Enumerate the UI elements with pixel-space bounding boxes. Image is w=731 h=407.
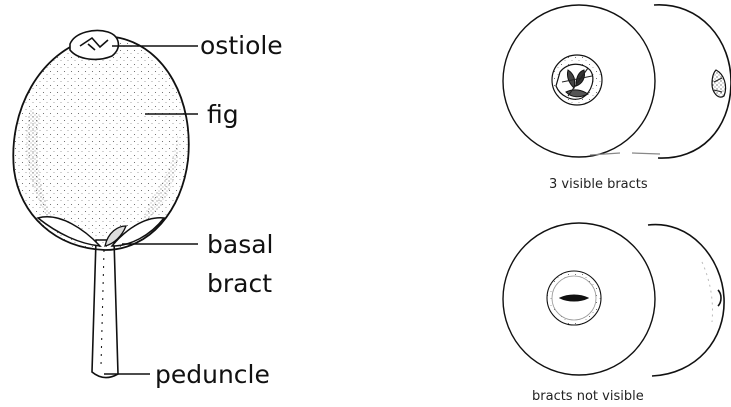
caption-bottom: bracts not visible xyxy=(532,389,644,404)
side-view-bottom xyxy=(647,223,725,377)
peduncle-stalk xyxy=(91,239,119,379)
whole-fig-drawing xyxy=(12,29,190,379)
side-view-top xyxy=(589,4,731,159)
label-peduncle: peduncle xyxy=(155,360,270,389)
top-view-no-bracts xyxy=(502,222,656,376)
fig-body xyxy=(12,35,190,251)
label-basal: basal xyxy=(207,230,273,259)
ostiole-structure xyxy=(69,29,120,61)
basal-bracts xyxy=(36,216,166,247)
top-view-3-bracts xyxy=(502,4,656,158)
label-fig: fig xyxy=(207,100,239,129)
caption-top: 3 visible bracts xyxy=(549,177,648,192)
label-ostiole: ostiole xyxy=(200,31,283,60)
label-bract: bract xyxy=(207,269,272,298)
